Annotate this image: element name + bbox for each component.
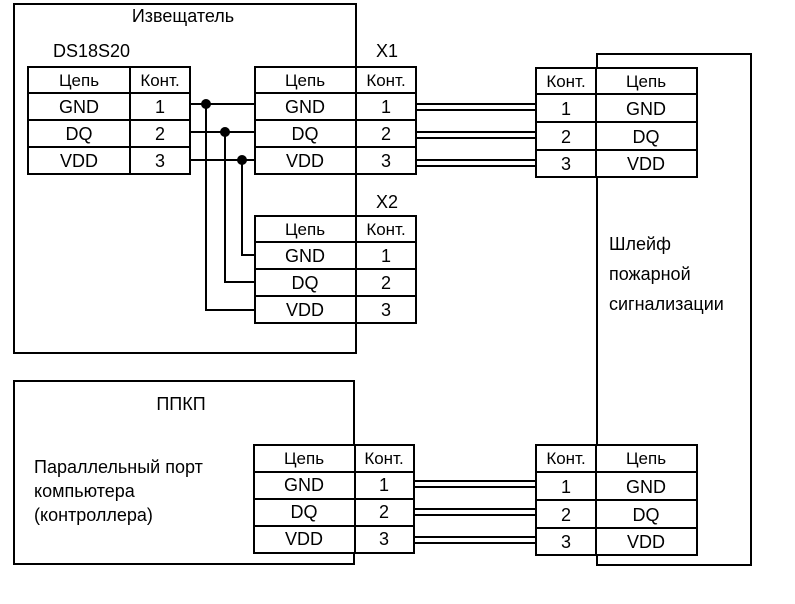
loop-bottom-row1-signal: GND [626,477,666,497]
sensor-row3-pin: 3 [155,151,165,171]
x1-header-pin: Конт. [366,71,405,90]
x1-row1-pin: 1 [381,97,391,117]
x1-row3-signal: VDD [286,151,324,171]
loop-top-row2-pin: 2 [561,127,571,147]
junction-dq [220,127,230,137]
sensor-header-pin: Конт. [140,71,179,90]
x2-row3-signal: VDD [286,300,324,320]
loop-bottom-header-pin: Конт. [546,449,585,468]
x1-row2-signal: DQ [292,124,319,144]
sensor-row1-pin: 1 [155,97,165,117]
controller-desc-line3: (контроллера) [34,505,153,525]
sensor-row3-signal: VDD [60,151,98,171]
controller-desc-line1: Параллельный порт [34,457,203,477]
x1-row3-pin: 3 [381,151,391,171]
x2-row2-pin: 2 [381,273,391,293]
loop-top-row2-signal: DQ [633,127,660,147]
x2-row1-signal: GND [285,246,325,266]
controller-row1-pin: 1 [379,475,389,495]
x2-row1-pin: 1 [381,246,391,266]
sensor-name: DS18S20 [53,41,130,61]
x1-label: X1 [376,41,398,61]
controller-header-signal: Цепь [284,449,324,468]
loop-top-header-signal: Цепь [626,72,666,91]
loop-top-row3-pin: 3 [561,154,571,174]
sensor-row2-pin: 2 [155,124,165,144]
loop-top-row3-signal: VDD [627,154,665,174]
loop-bottom-row1-pin: 1 [561,477,571,497]
x2-row3-pin: 3 [381,300,391,320]
junction-gnd [201,99,211,109]
wires [190,103,536,544]
junction-vdd [237,155,247,165]
loop-bottom-table: Конт. Цепь 1 GND 2 DQ 3 VDD [535,444,698,556]
x2-header-pin: Конт. [366,220,405,239]
x1-table: Цепь Конт. GND 1 DQ 2 VDD 3 [254,66,417,175]
loop-label-line3: сигнализации [609,294,724,314]
x1-row1-signal: GND [285,97,325,117]
loop-top-row1-pin: 1 [561,99,571,119]
loop-label-line1: Шлейф [609,234,671,254]
loop-bottom-row2-signal: DQ [633,505,660,525]
sensor-row1-signal: GND [59,97,99,117]
sensor-row2-signal: DQ [66,124,93,144]
loop-bottom-header-signal: Цепь [626,449,666,468]
loop-label-line2: пожарной [609,264,691,284]
loop-block [596,53,752,566]
loop-bottom-row3-pin: 3 [561,532,571,552]
loop-bottom-row2-pin: 2 [561,505,571,525]
x2-label: X2 [376,192,398,212]
controller-header-pin: Конт. [364,449,403,468]
loop-top-row1-signal: GND [626,99,666,119]
loop-top-header-pin: Конт. [546,72,585,91]
loop-top-table: Конт. Цепь 1 GND 2 DQ 3 VDD [535,67,698,178]
loop-bottom-row3-signal: VDD [627,532,665,552]
detector-title: Извещатель [132,6,234,26]
controller-row3-pin: 3 [379,529,389,549]
x2-table: Цепь Конт. GND 1 DQ 2 VDD 3 [254,215,417,324]
detector-block [13,3,357,354]
controller-row2-signal: DQ [291,502,318,522]
controller-desc-line2: компьютера [34,481,136,501]
sensor-table: Цепь Конт. GND 1 DQ 2 VDD 3 [27,66,191,175]
controller-table: Цепь Конт. GND 1 DQ 2 VDD 3 [253,444,415,554]
controller-row1-signal: GND [284,475,324,495]
x1-row2-pin: 2 [381,124,391,144]
x1-header-signal: Цепь [285,71,325,90]
controller-title: ППКП [156,394,205,414]
controller-row3-signal: VDD [285,529,323,549]
controller-row2-pin: 2 [379,502,389,522]
x2-row2-signal: DQ [292,273,319,293]
sensor-header-signal: Цепь [59,71,99,90]
x2-header-signal: Цепь [285,220,325,239]
